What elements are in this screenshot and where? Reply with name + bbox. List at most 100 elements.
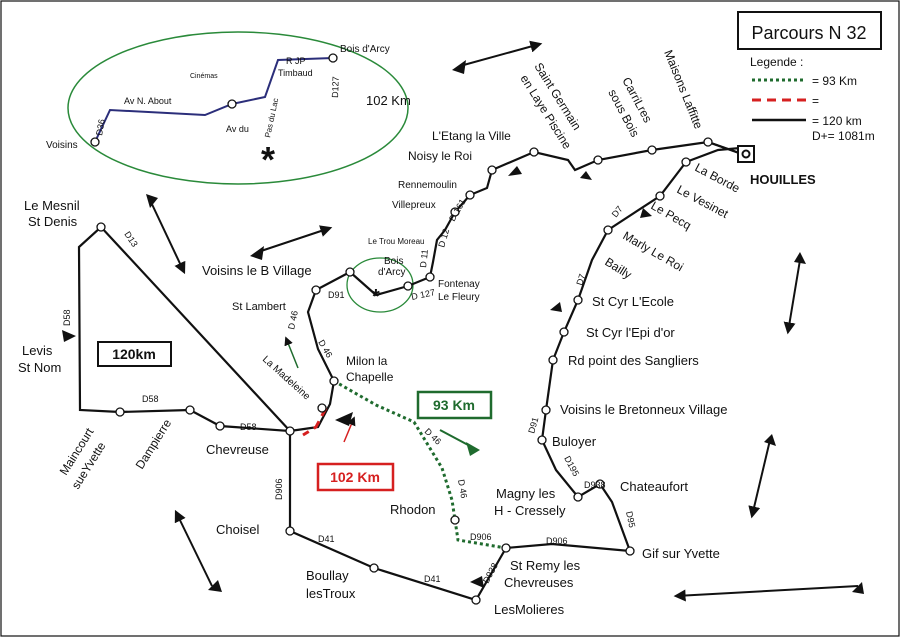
town-bailly: Bailly [602,255,634,282]
town-borde: La Borde [693,160,743,195]
route-120km [77,140,748,602]
route-102km [302,407,328,437]
town-fontenay1: Fontenay [438,279,480,290]
road-d7a: D7 [574,273,587,287]
town-boullay1: Boullay [306,568,349,583]
town-dampierre: Dampierre [133,416,175,471]
road-d13: D13 [122,230,140,249]
town-chateaufort: Chateaufort [620,479,688,494]
legend-120: = 120 km [812,114,862,128]
town-boisdarcy2: d'Arcy [378,267,405,278]
road-d938b: D938 [584,480,606,490]
inset-distance: 102 Km [366,93,411,108]
road-d41a: D41 [318,534,335,544]
title-box [737,11,882,50]
inset-cinemas-dot [227,99,237,109]
town-stcyr: St Cyr L'Ecole [592,294,674,309]
inset-cinemas: Cinémas [190,73,218,80]
legend-elevation: D+= 1081m [812,129,875,143]
town-milon2: Chapelle [346,370,394,384]
town-epidor: St Cyr l'Epi d'or [586,325,675,340]
town-mesnil2: St Denis [28,214,78,229]
town-sangliers: Rd point des Sangliers [568,353,699,368]
road-d95: D95 [624,510,637,528]
town-rennemoulin: Rennemoulin [398,180,457,191]
town-levis1: Levis [22,343,53,358]
box-102km [316,462,395,492]
road-d195: D195 [562,454,581,478]
inset-boisdarcy-dot [328,53,338,63]
box-102km-label: 102 Km [330,469,380,485]
road-d46a: D 46 [286,310,300,331]
route-93km [333,379,507,550]
town-boullay2: lesTroux [306,586,356,601]
inset-boisdarcy: Bois d'Arcy [340,44,390,55]
town-voisinsbret: Voisins le Bretonneux Village [560,402,727,417]
arrow-feathers [146,60,864,594]
town-labels: Maisons Laffitte CarriLres sous Bois Sai… [18,48,742,617]
town-troumoreau: Le Trou Moreau [368,237,424,246]
town-molieres: LesMolieres [494,602,565,617]
start-label: HOUILLES [750,172,816,187]
road-d906a: D906 [274,478,284,500]
title: Parcours N 32 [751,23,866,43]
inset-lac: Pas du Lac [263,97,280,138]
town-voisinsbv: Voisins le B Village [202,263,312,278]
inset-d127: D127 [330,76,341,98]
inset-labels: Voisins Av N. About Cinémas Av du Pas du… [46,44,390,151]
road-d127: D 127 [410,287,436,302]
inset-avdu: Av du [226,124,249,134]
box-120km-label: 120km [112,346,156,362]
road-d58c: D58 [240,422,257,432]
legend: Legende : = 93 Km = = 120 km D+= 1081m [750,55,875,143]
town-villepreux: Villepreux [392,200,436,211]
town-dots [96,137,713,605]
town-stlambert: St Lambert [232,301,286,313]
road-d7b: D7 [610,204,625,219]
town-pecq: Le Pecq [649,198,694,232]
town-chevreuse: Chevreuse [206,442,269,457]
road-d906c: D906 [546,536,568,546]
legend-102: = [812,94,819,108]
box-93km [416,390,493,420]
inset-rjp1: R JP [286,56,306,66]
road-d12: D 12 [436,228,451,249]
town-milon1: Milon la [346,354,388,368]
road-d58a: D58 [62,309,72,326]
town-etang: L'Etang la Ville [432,129,511,143]
road-d91b: D91 [328,290,345,300]
road-d938a: D938 [481,561,500,585]
box-93km-label: 93 Km [433,397,475,413]
road-d906b: D906 [470,532,492,542]
town-buloyer: Buloyer [552,434,597,449]
road-d58b: D58 [142,394,159,404]
town-mesnil1: Le Mesnil [24,198,80,213]
town-stremy2: Chevreuses [504,575,574,590]
town-magny1: Magny les [496,486,556,501]
box-120km [97,341,172,367]
small-star-icon: * [372,286,380,308]
town-rhodon: Rhodon [390,502,436,517]
inset-ellipse [67,31,409,185]
direction-arrows [149,40,859,602]
inset-voisins-dot [90,137,100,147]
road-d11: D 11 [418,249,430,268]
town-maisons: Maisons Laffitte [661,48,706,131]
town-noisy: Noisy le Roi [408,149,472,163]
town-stremy1: St Remy les [510,558,581,573]
legend-heading: Legende : [750,55,803,69]
road-d46d: D 46 [456,479,469,499]
town-boisdarcy1: Bois [384,256,403,267]
town-levis2: St Nom [18,360,61,375]
inset-voisins: Voisins [46,140,78,151]
road-d161: D 161 [447,197,468,223]
legend-93: = 93 Km [812,74,857,88]
inset-d36: D36 [94,118,107,136]
town-fontenay2: Le Fleury [438,292,480,303]
road-d41b: D41 [424,574,441,584]
road-d91a: D91 [526,416,540,435]
start-marker-dot [741,149,751,159]
town-gif: Gif sur Yvette [642,546,720,561]
